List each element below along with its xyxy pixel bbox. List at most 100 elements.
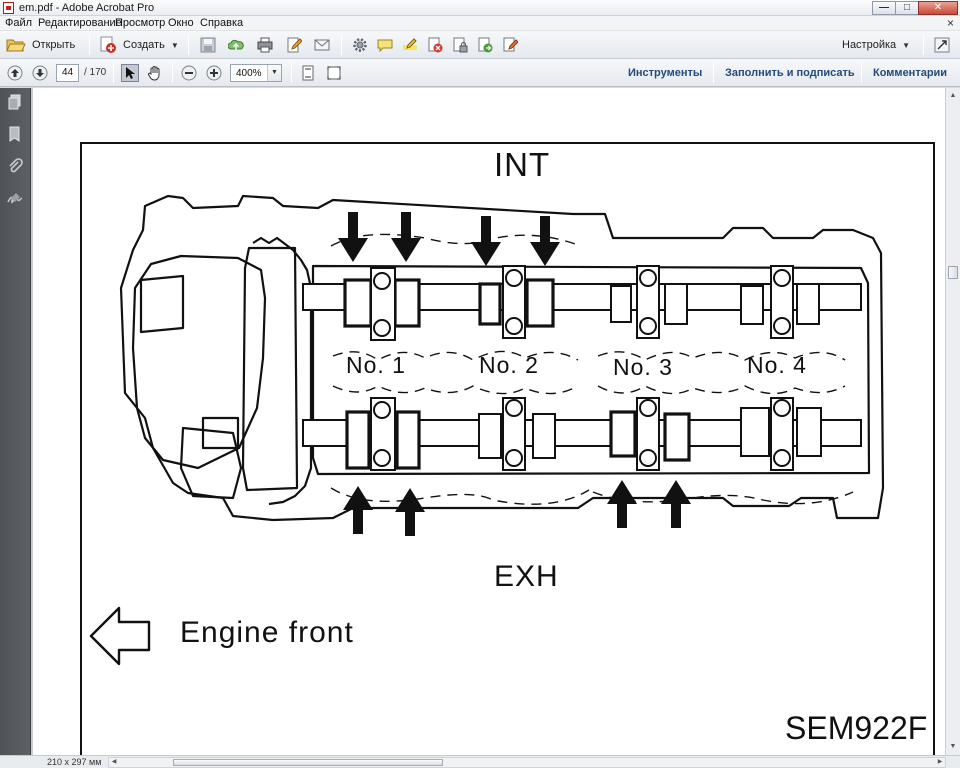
customize-label: Настройка [842,39,897,51]
exhaust-label: EXH [494,560,559,593]
comment-icon[interactable] [377,37,393,53]
toolbar-separator [89,35,90,55]
zoom-in-icon[interactable] [206,65,222,81]
toolbar-separator [861,63,862,83]
vtc-actuator [139,274,185,334]
intake-arrows [338,212,560,266]
open-button[interactable]: Открыть [6,35,75,55]
expand-view-icon[interactable] [934,37,950,53]
select-tool-icon[interactable] [121,64,139,82]
scroll-left-icon[interactable]: ◀ [111,759,117,765]
create-button[interactable]: Создать ▼ [99,35,179,55]
document-close-button[interactable]: × [946,16,954,30]
open-label: Открыть [32,39,76,51]
save-icon[interactable] [200,37,216,53]
pdf-page: INT No. 1 No. 2 No. 3 No. 4 EXH Engine f… [33,88,945,755]
horizontal-scrollbar[interactable]: ◀ ▶ [108,757,946,768]
menu-window[interactable]: Окно [168,17,194,29]
toolbar-separator [113,63,114,83]
close-icon: ✕ [933,2,943,13]
fill-sign-panel-link[interactable]: Заполнить и подписать [725,67,855,79]
highlight-icon[interactable] [402,37,418,53]
lower-sprocket [179,426,243,500]
scroll-right-icon[interactable]: ▶ [937,759,943,765]
arrow-up-icon [395,488,425,536]
secure-document-icon[interactable] [452,37,468,53]
intake-label: INT [494,146,551,183]
maximize-button[interactable]: □ [895,1,919,15]
navigation-pane [0,88,31,755]
camshaft-diagram [89,194,885,666]
cylinder-head-outline [119,194,885,522]
cylinder-label: No. 1 [346,352,406,378]
email-icon[interactable] [314,37,330,53]
customize-dropdown-icon: ▼ [902,40,911,50]
fit-page-icon[interactable] [300,65,316,81]
intake-camshaft [302,265,862,341]
page-size-indicator: 210 x 297 мм [47,757,102,767]
attachments-icon[interactable] [7,158,23,174]
exhaust-camshaft [302,397,862,471]
sprocket-face [241,246,299,492]
horizontal-scroll-thumb[interactable] [173,759,443,766]
zoom-out-icon[interactable] [181,65,197,81]
customize-menu[interactable]: Настройка ▼ [842,35,910,55]
fullscreen-icon[interactable] [326,65,342,81]
close-button[interactable]: ✕ [918,1,958,15]
hand-tool-icon[interactable] [147,65,163,81]
arrow-up-icon [607,480,637,528]
zoom-level-select[interactable]: 400% ▼ [230,64,282,82]
menu-view[interactable]: Просмотр [115,17,166,29]
scroll-up-icon[interactable]: ▲ [949,92,957,99]
menu-help[interactable]: Справка [200,17,244,29]
title-bar: em.pdf - Adobe Acrobat Pro — □ ✕ [0,0,960,16]
minimize-icon: — [879,2,889,13]
vertical-scroll-thumb[interactable] [948,266,958,279]
toolbar-separator [923,35,924,55]
bookmarks-icon[interactable] [7,126,23,142]
gear-icon[interactable] [352,37,368,53]
page-thumbnails-icon[interactable] [7,94,23,110]
document-viewport[interactable]: INT No. 1 No. 2 No. 3 No. 4 EXH Engine f… [31,88,945,755]
toolbar-separator [713,63,714,83]
acrobat-app-icon [3,2,14,14]
edit-document-icon[interactable] [286,37,302,53]
figure-code: SEM922F [785,710,928,746]
next-page-icon[interactable] [32,65,48,81]
engine-front-arrow-icon [89,606,151,666]
engine-front-label: Engine front [180,616,354,649]
export-document-icon[interactable] [477,37,493,53]
sign-document-icon[interactable] [502,37,518,53]
tools-panel-link[interactable]: Инструменты [628,67,703,79]
previous-page-icon[interactable] [7,65,23,81]
scroll-down-icon[interactable]: ▼ [949,743,957,750]
toolbar-separator [341,35,342,55]
delete-page-icon[interactable] [427,37,443,53]
navigation-toolbar: Инструменты Заполнить и подписать Коммен… [0,59,960,87]
status-bar: 210 x 297 мм ◀ ▶ [0,755,960,768]
menu-edit[interactable]: Редактирование [38,17,122,29]
print-icon[interactable] [257,37,273,53]
folder-open-icon [6,39,26,52]
cylinder-label: No. 3 [613,354,673,380]
minimize-button[interactable]: — [872,1,896,15]
comments-panel-link[interactable]: Комментарии [873,67,948,79]
arrow-down-icon [471,216,501,266]
sprocket-housing [131,254,267,470]
vertical-scrollbar[interactable]: ▲ ▼ [945,88,960,755]
signatures-icon[interactable] [7,190,23,206]
window-controls: — □ ✕ [872,1,958,15]
toolbar-separator [172,63,173,83]
arrow-down-icon [391,212,421,262]
page-number-input[interactable]: 44 [56,64,79,82]
sprocket-teeth [252,236,313,506]
arrow-up-icon [661,480,691,528]
toolbar-separator [188,35,189,55]
menu-file[interactable]: Файл [5,17,33,29]
head-inner-outline [311,264,871,476]
zoom-dropdown-icon[interactable]: ▼ [267,65,281,81]
arrow-down-icon [338,212,368,262]
cloud-upload-icon[interactable] [228,37,244,53]
arrow-up-icon [343,486,373,534]
cylinder-label: No. 4 [747,352,807,378]
